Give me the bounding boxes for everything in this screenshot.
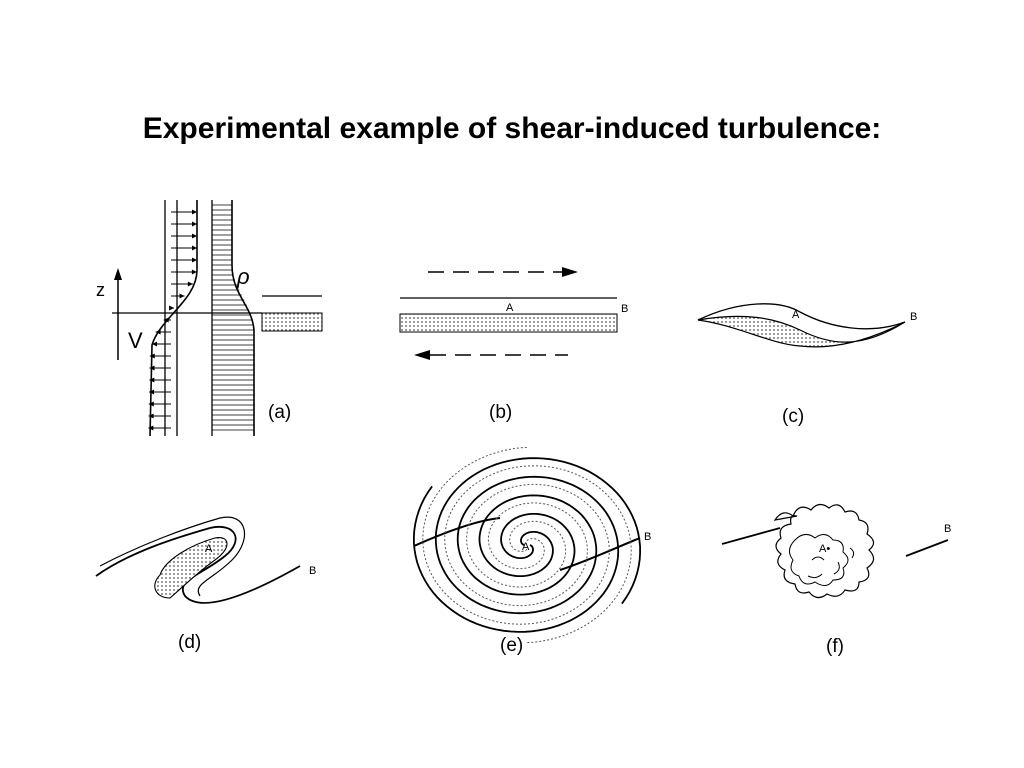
stipple-roll: [154, 537, 228, 599]
point-a-label: A•: [819, 543, 830, 555]
arrowhead-icon: [192, 257, 197, 263]
arrowhead-icon: [192, 221, 197, 227]
point-a-label: A: [506, 302, 514, 314]
point-b-label: B: [621, 303, 628, 315]
density-hatching: [212, 204, 254, 431]
caption-b: (b): [489, 402, 512, 423]
lower-layer-stipple: [261, 312, 323, 332]
spiral-arm: [413, 475, 620, 633]
turbulent-cloud-outer: [773, 503, 875, 599]
arrowhead-icon: [149, 365, 155, 371]
spiral-stipple: [422, 446, 610, 625]
point-a-label: A: [205, 543, 213, 555]
z-axis-label: z: [96, 280, 105, 300]
arrowhead-icon: [192, 233, 197, 239]
caption-a: (a): [268, 402, 291, 423]
panel-a: z V ρ (a): [96, 200, 323, 437]
rolling-wave-inner: [99, 516, 246, 597]
panel-f: A• B (f): [721, 503, 951, 657]
velocity-arrows: [148, 209, 197, 431]
slide-title: Experimental example of shear-induced tu…: [142, 112, 882, 145]
arrowhead-icon: [179, 293, 185, 299]
arrowhead-icon: [148, 401, 154, 407]
arrowhead-icon: [169, 305, 175, 311]
turbulent-cloud-inner: [789, 534, 849, 586]
density-profile-curve: [231, 200, 255, 436]
arrowhead-icon: [192, 209, 197, 215]
left-arrow-icon: [414, 350, 430, 360]
spiral-stipple: [444, 465, 632, 644]
panel-d: A B (d): [95, 516, 316, 653]
point-b-label: B: [910, 311, 917, 323]
right-tail: [559, 537, 641, 571]
arrowhead-icon: [149, 353, 155, 359]
upper-wave-line: [697, 303, 906, 330]
panel-e: A B (e): [413, 446, 651, 656]
spiral-vortex: [413, 446, 641, 644]
right-arrow-icon: [562, 267, 578, 277]
point-b-label: B: [309, 565, 316, 577]
arrowhead-icon: [148, 413, 154, 419]
rolling-wave-outer: [95, 525, 301, 604]
arrowhead-icon: [192, 245, 197, 251]
point-a-label: A: [522, 541, 530, 553]
arrowhead-icon: [148, 425, 154, 431]
stipple-wave: [697, 315, 906, 348]
stipple-layer: [399, 313, 618, 333]
panel-b: A B (b): [399, 267, 628, 423]
arrowhead-icon: [155, 329, 161, 335]
velocity-label: V: [128, 328, 143, 353]
spiral-arm: [434, 457, 641, 615]
caption-e: (e): [500, 635, 523, 656]
point-b-label: B: [644, 531, 651, 543]
left-tail: [413, 517, 501, 547]
caption-f: (f): [826, 636, 844, 657]
panel-c: A B (c): [697, 303, 917, 427]
velocity-profile-curve: [149, 200, 198, 437]
right-tail: [905, 539, 949, 557]
arrowhead-icon: [152, 341, 158, 347]
arrowhead-icon: [187, 281, 193, 287]
left-tail: [721, 527, 781, 545]
arrowhead-icon: [149, 377, 155, 383]
point-b-label: B: [944, 523, 951, 535]
caption-c: (c): [782, 406, 804, 427]
arrowhead-icon: [163, 317, 169, 323]
density-label: ρ: [236, 264, 250, 289]
point-a-label: A: [792, 309, 800, 321]
turbulent-eddies: [807, 547, 855, 579]
z-axis-arrow-icon: [114, 268, 122, 280]
caption-d: (d): [178, 632, 201, 653]
arrowhead-icon: [149, 389, 155, 395]
arrowhead-icon: [191, 269, 197, 275]
